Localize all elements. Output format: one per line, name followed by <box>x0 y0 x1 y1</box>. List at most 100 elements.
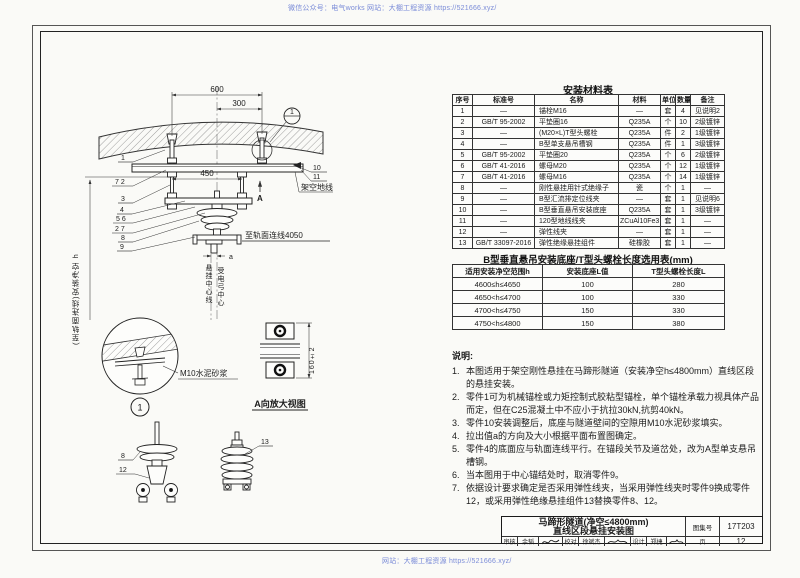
svg-text:7 2: 7 2 <box>115 179 125 186</box>
title-block: 马蹄形隧道(净空≤4800mm) 直线区段悬挂安装图 图集号 17T203 审核… <box>501 516 763 546</box>
cell: B型垂直悬吊安装底座 <box>534 204 619 216</box>
cell: 2级镀锌 <box>690 116 725 128</box>
cell: ZCuAl10Fe3 <box>618 215 661 227</box>
ground-wire-label: 架空地线 <box>294 171 333 193</box>
review-label: 审核 <box>502 537 518 546</box>
design-label: 设计 <box>631 537 647 546</box>
cell: — <box>472 204 535 216</box>
cell: — <box>690 237 725 249</box>
cell: — <box>690 215 725 227</box>
cell: 11 <box>452 215 473 227</box>
cell: 12 <box>452 226 473 238</box>
cell: 10 <box>675 116 691 128</box>
cell: GB/T 33097-2016 <box>472 237 535 249</box>
notes-title: 说明: <box>452 351 473 361</box>
svg-text:10: 10 <box>313 165 321 172</box>
note-text: 零件1可为机械锚栓或力矩控制式胶粘型锚栓，单个锚栓承载力视具体产品而定，但在C2… <box>466 392 760 415</box>
cell: 1 <box>675 182 691 194</box>
cell: B型汇流排定位线夹 <box>534 193 619 205</box>
cell: 1 <box>675 193 691 205</box>
cell: 150 <box>542 303 633 317</box>
cell: (M20×L)T型头螺栓 <box>534 127 619 139</box>
note-item: 6.当本图用于中心锚结处时，取消零件9。 <box>452 469 760 482</box>
svg-text:12: 12 <box>119 467 127 474</box>
cell: 平垫圈16 <box>534 116 619 128</box>
cell: — <box>690 182 725 194</box>
elastic-insulated-assembly <box>220 431 254 491</box>
cell: — <box>618 193 661 205</box>
cell: 4750<h≤4800 <box>452 316 543 330</box>
cell: 弹性线夹 <box>534 226 619 238</box>
note-number: 1. <box>452 366 460 376</box>
cell: Q235A <box>618 149 661 161</box>
part-labels-left: 1 7 2 3 4 5 6 2 7 8 9 <box>112 149 206 252</box>
note-number: 2. <box>452 392 460 402</box>
length-table-title: B型垂直悬吊安装底座/T型头螺栓长度选用表(mm) <box>483 255 693 266</box>
svg-text:1: 1 <box>121 155 125 162</box>
cell: B型单支悬吊槽钢 <box>534 138 619 150</box>
note-item: 1.本图适用于架空刚性悬挂在马蹄形隧道（安装净空h≤4800mm）直线区段的悬挂… <box>452 365 760 391</box>
column-header: 标准号 <box>472 94 535 106</box>
cell: 见说明6 <box>690 193 725 205</box>
cell: 件 <box>660 138 676 150</box>
note-number: 4. <box>452 431 460 441</box>
cell: 100 <box>542 290 633 304</box>
cell: 380 <box>632 316 725 330</box>
busbar-clamp <box>192 234 242 254</box>
cell: — <box>618 226 661 238</box>
cell: 2 <box>675 127 691 139</box>
cell: 4700<h≤4750 <box>452 303 543 317</box>
note-item: 4. 拉出值a的方向及大小根据平面布置图确定。 <box>452 430 760 443</box>
part-labels-right: 10 11 <box>298 165 327 182</box>
detail-ring <box>251 139 273 161</box>
technical-drawing: 600 300 450 a 1 A 至轨面连线4050 架空地线 1 <box>85 85 333 503</box>
cell: 件 <box>660 127 676 139</box>
svg-text:5 6: 5 6 <box>116 216 126 223</box>
sheet-inner-border <box>40 31 763 544</box>
column-header: 单位 <box>660 94 676 106</box>
drawing-title-line1: 马蹄形隧道(净空≤4800mm) <box>538 516 649 527</box>
cell: 4650<h≤4700 <box>452 290 543 304</box>
svg-text:13: 13 <box>261 439 269 446</box>
cell: — <box>472 127 535 139</box>
cell: — <box>618 105 661 117</box>
cell: — <box>472 193 535 205</box>
page-label: 页 <box>686 537 720 546</box>
materials-table-title: 安装材料表 <box>563 86 613 97</box>
cell: 5 <box>452 149 473 161</box>
cell: 1 <box>675 237 691 249</box>
reviewer-name: 余韬 <box>518 537 539 546</box>
suspension-beam <box>131 163 304 173</box>
anchor-bolts <box>166 131 268 165</box>
enlarged-view-title: A向放大视图 <box>254 398 306 409</box>
cell: 100 <box>542 277 633 291</box>
cell: 套 <box>660 105 676 117</box>
cell: 6 <box>452 160 473 172</box>
cell: — <box>472 215 535 227</box>
note-text: 依据设计要求确定是否采用弹性线夹，当采用弹性线夹时零件9换成零件12，或采用弹性… <box>466 483 751 506</box>
mortar-detail: M10水泥砂浆 1 <box>101 317 238 417</box>
cell: 1 <box>675 226 691 238</box>
note-text: 拉出值a的方向及大小根据平面布置图确定。 <box>466 431 643 441</box>
note-text: 零件10安装调整后，底座与隧道壁间的空隙用M10水泥砂浆填实。 <box>466 418 728 428</box>
cell: 套 <box>660 193 676 205</box>
clearance-dimension-label: (至轨面连线)安装净空 h <box>71 253 80 345</box>
svg-text:8: 8 <box>121 235 125 242</box>
rail-4050-label: 至轨面连线4050 <box>245 230 303 240</box>
checker-signature <box>605 537 631 546</box>
cell: GB/T 41-2016 <box>472 171 535 183</box>
column-header: 材料 <box>618 94 661 106</box>
dim-450: 450 <box>200 169 214 178</box>
watermark-top: 微信公众号：电气works 网站：大棚工程资源 https://521666.x… <box>288 5 497 12</box>
pin-insulator <box>196 190 238 236</box>
cell: 个 <box>660 160 676 172</box>
drop-rods <box>167 171 247 199</box>
note-item: 5.零件4的底面应与轨面连线平行。在锚段关节及道岔处，改为A型单支悬吊槽钢。 <box>452 443 760 469</box>
